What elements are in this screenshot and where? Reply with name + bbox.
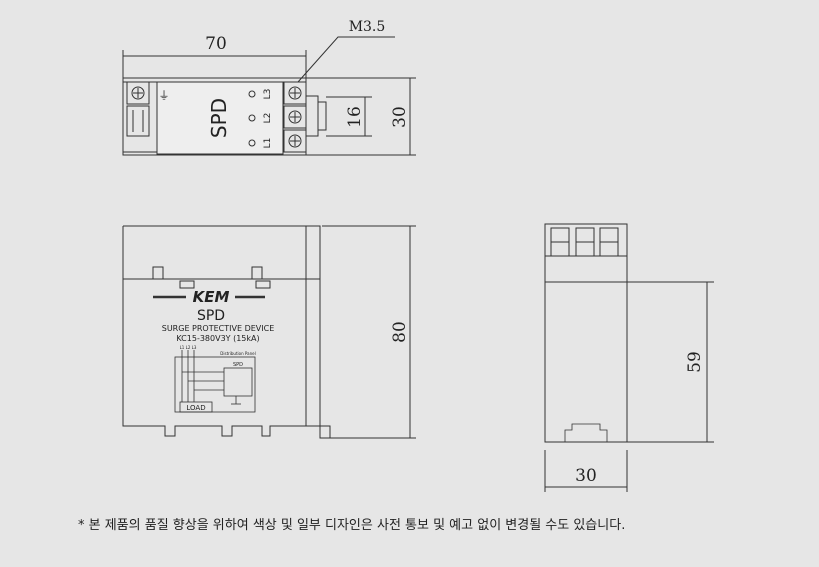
- side-view: [544, 223, 714, 492]
- footer-note: * 본 제품의 품질 향상을 위하여 색상 및 일부 디자인은 사전 통보 및 …: [78, 518, 626, 533]
- dim-height-80: 80: [390, 321, 410, 343]
- front-title: SPD: [197, 308, 225, 324]
- brand-logo: KEM: [193, 288, 230, 306]
- top-spd-label: SPD: [207, 98, 231, 138]
- circuit-spd-label: SPD: [233, 362, 243, 368]
- dim-height-30: 30: [390, 106, 410, 128]
- dim-16: 16: [345, 106, 365, 128]
- front-model: KC15-380V3Y (15kA): [176, 334, 259, 343]
- dim-height-59: 59: [685, 351, 705, 373]
- screw-callout: M3.5: [349, 19, 386, 35]
- terminal-label-l1: L1: [263, 138, 273, 149]
- top-view: [122, 36, 416, 156]
- phase-labels: L1 L2 L3: [180, 345, 197, 350]
- dim-width-30: 30: [575, 466, 597, 486]
- front-subtitle: SURGE PROTECTIVE DEVICE: [162, 324, 275, 333]
- panel-label: Distribution Panel: [220, 351, 255, 356]
- dim-width-70: 70: [205, 34, 227, 54]
- load-label: LOAD: [186, 404, 205, 412]
- terminal-label-l2: L2: [263, 113, 273, 124]
- terminal-label-l3: L3: [263, 89, 273, 100]
- ground-icon: ⏚: [159, 89, 170, 102]
- front-view: [122, 225, 416, 439]
